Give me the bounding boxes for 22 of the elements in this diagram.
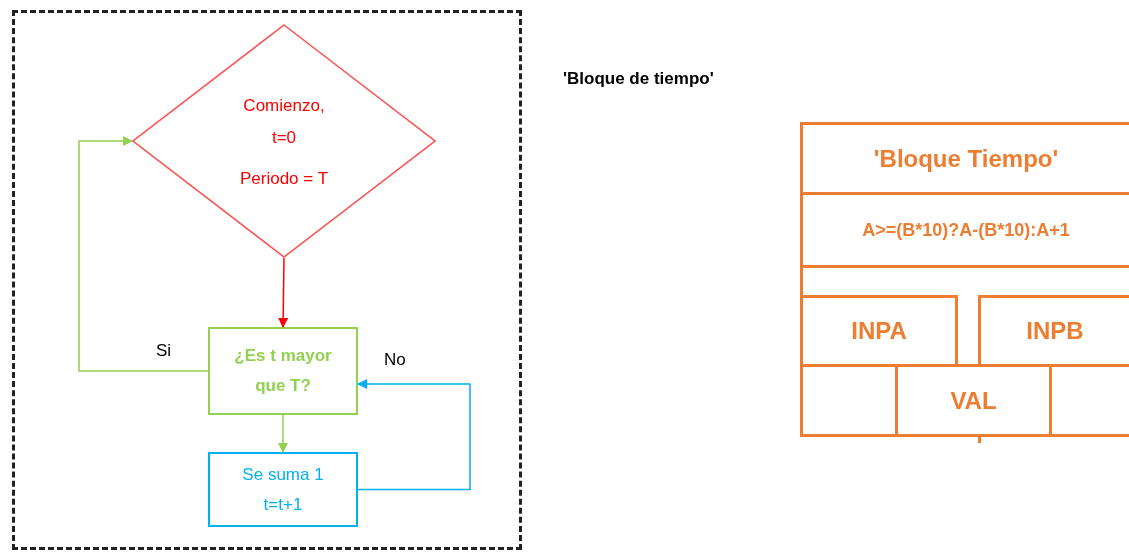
process-label: Se suma 1 t=t+1 <box>241 463 325 516</box>
dashed-boundary <box>12 10 522 550</box>
formula-text: A>=(B*10)?A-(B*10):A+1 <box>862 218 1070 242</box>
arrow <box>357 379 471 491</box>
decision-box <box>208 327 358 415</box>
arrow <box>278 414 288 453</box>
diamond-label: Comienzo, t=0 <box>242 95 326 150</box>
diamond-label: Periodo = T <box>239 168 328 191</box>
start-diamond <box>132 24 436 258</box>
process-box <box>208 452 358 527</box>
function-block <box>800 122 1129 437</box>
block-title: 'Bloque Tiempo' <box>873 143 1059 174</box>
input-cell <box>803 295 958 367</box>
decision-label: ¿Es t mayor que T? <box>233 345 333 397</box>
input-cell <box>978 295 1129 367</box>
input-label: INPB <box>1026 316 1084 346</box>
arrow <box>278 257 289 328</box>
arrow <box>78 136 209 372</box>
section-title: 'Bloque de tiempo' <box>563 68 714 90</box>
input-label: INPA <box>851 316 907 346</box>
output-label: VAL <box>950 385 997 416</box>
output-cell <box>895 367 1052 434</box>
